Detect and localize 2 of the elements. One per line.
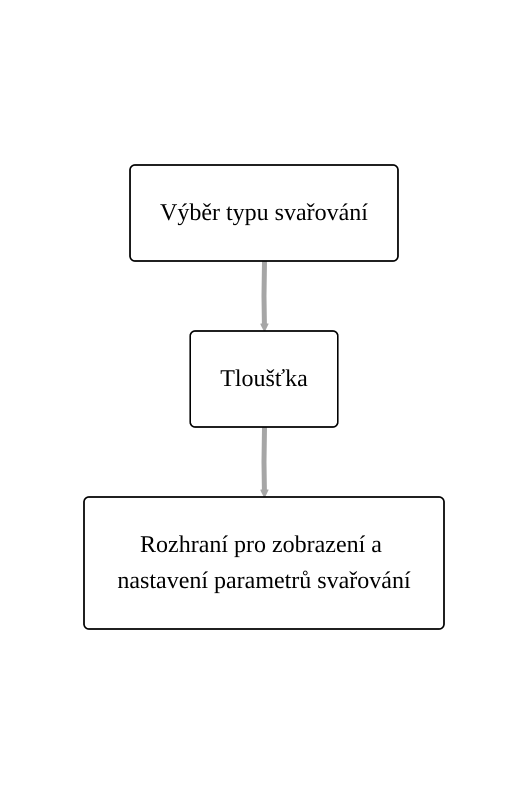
arrow (260, 427, 269, 498)
arrow (260, 261, 269, 332)
